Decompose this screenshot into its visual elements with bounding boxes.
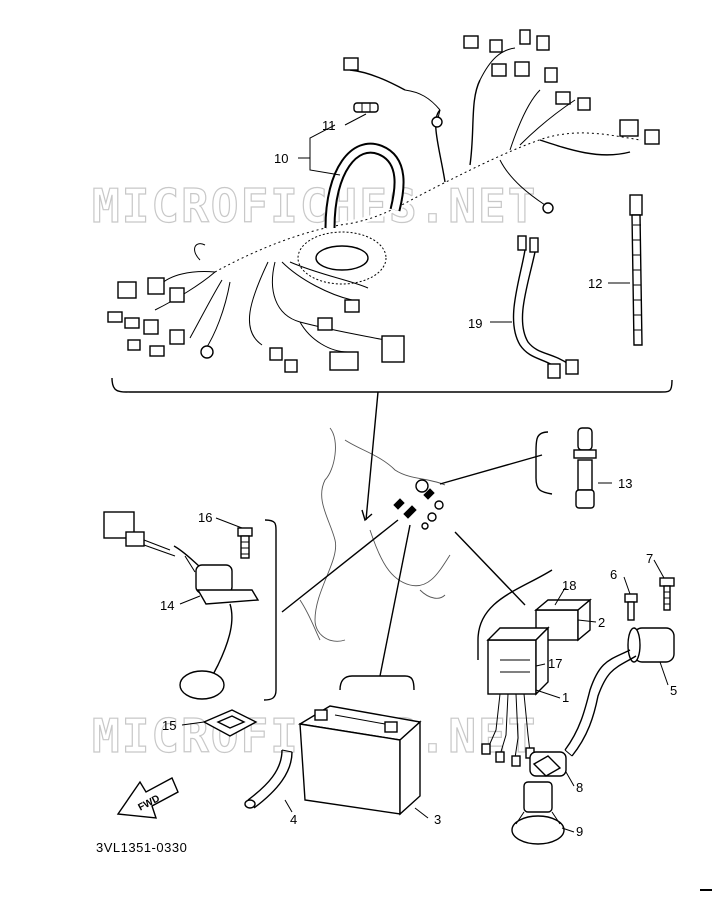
callout-1: 1 xyxy=(562,690,569,705)
battery[interactable] xyxy=(297,705,422,816)
fuse[interactable] xyxy=(353,102,379,113)
starter-relay[interactable] xyxy=(534,598,592,642)
fuel-sender-group-bracket xyxy=(263,519,277,701)
plug-cap[interactable] xyxy=(529,751,567,777)
fuel-sender-unit[interactable] xyxy=(103,511,260,700)
callout-9: 9 xyxy=(576,824,583,839)
callout-3: 3 xyxy=(434,812,441,827)
callout-2: 2 xyxy=(598,615,605,630)
callout-6: 6 xyxy=(610,567,617,582)
harness-group-bracket xyxy=(111,377,673,393)
battery-group-bracket xyxy=(339,675,415,691)
cap-cover[interactable] xyxy=(511,781,565,845)
callout-11: 11 xyxy=(322,118,336,133)
leader-harness xyxy=(365,391,379,521)
screw[interactable] xyxy=(624,593,638,621)
leader-arrow xyxy=(361,509,373,522)
callout-12: 12 xyxy=(588,276,602,291)
callout-10: 10 xyxy=(274,151,288,166)
callout-17: 17 xyxy=(548,656,562,671)
callout-4: 4 xyxy=(290,812,297,827)
callout-leaders xyxy=(179,113,669,833)
relay-rubber[interactable] xyxy=(486,626,550,696)
bolt[interactable] xyxy=(237,527,253,559)
diagram-code: 3VL1351-0330 xyxy=(96,840,187,855)
callout-19: 19 xyxy=(468,316,482,331)
callout-7: 7 xyxy=(646,551,653,566)
frame-outline xyxy=(299,427,451,642)
watermark-top: MICROFICHES.NET xyxy=(92,179,537,233)
callout-5: 5 xyxy=(670,683,677,698)
leader-14 xyxy=(281,519,399,613)
callout-14: 14 xyxy=(160,598,174,613)
callout-15: 15 xyxy=(162,718,176,733)
callout-16: 16 xyxy=(198,510,212,525)
leader-3 xyxy=(379,524,411,677)
screw-2[interactable] xyxy=(659,577,675,611)
relay-wires xyxy=(481,693,535,767)
forward-arrow-icon: FWD xyxy=(116,777,179,819)
neutral-switch[interactable] xyxy=(535,427,597,509)
leader-13 xyxy=(439,454,543,485)
battery-band[interactable] xyxy=(244,749,293,809)
sub-lead[interactable] xyxy=(512,235,579,379)
relay-group-bracket xyxy=(477,569,553,660)
cable-tie[interactable] xyxy=(629,194,643,346)
callout-13: 13 xyxy=(618,476,632,491)
horn[interactable] xyxy=(564,627,675,757)
leader-1 xyxy=(454,531,526,606)
callout-8: 8 xyxy=(576,780,583,795)
callout-18: 18 xyxy=(562,578,576,593)
gasket[interactable] xyxy=(202,709,258,737)
wire-harness[interactable] xyxy=(107,29,660,373)
